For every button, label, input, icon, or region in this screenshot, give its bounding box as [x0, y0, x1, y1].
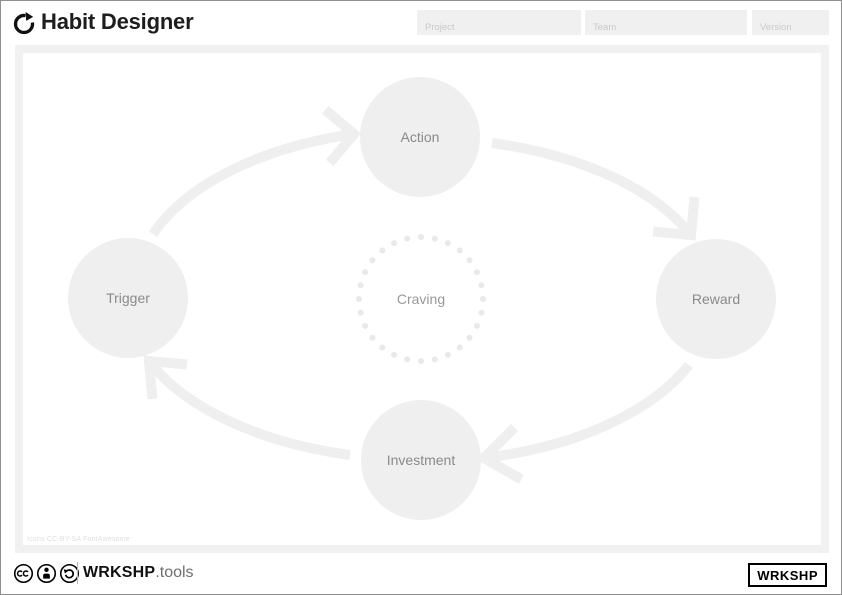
craving-dot	[391, 351, 398, 358]
header-bar: Habit Designer	[1, 1, 841, 45]
habit-cycle-diagram: Action Reward Investment Trigger Craving	[68, 77, 776, 520]
node-action-circle	[360, 77, 480, 197]
craving-dot	[418, 234, 424, 240]
craving-dot	[478, 282, 485, 289]
craving-dot	[357, 282, 364, 289]
attribution-icon	[36, 563, 57, 584]
redo-icon	[12, 11, 36, 35]
page-title: Habit Designer	[41, 9, 194, 34]
cc-by-sa-license-link[interactable]	[13, 563, 80, 584]
arrow-action-to-reward	[491, 138, 695, 239]
craving-dot	[456, 344, 463, 351]
craving-dot	[478, 309, 485, 316]
craving-dot	[369, 334, 376, 341]
share-alike-icon	[59, 563, 80, 584]
craving-dot	[431, 235, 438, 242]
craving-dot	[379, 247, 386, 254]
brand-name: WRKSHP	[83, 564, 156, 581]
node-trigger-circle	[68, 238, 188, 358]
cycle-arrows	[143, 105, 700, 484]
node-reward-label: Reward	[692, 291, 740, 307]
wrkshp-badge: WRKSHP	[748, 563, 827, 587]
node-investment-label: Investment	[387, 452, 456, 468]
footer-bar: WRKSHP.tools WRKSHP	[1, 553, 841, 594]
arrowhead-investment-to-trigger	[143, 355, 188, 400]
arrow-investment-to-trigger	[145, 357, 351, 460]
craving-dot	[466, 334, 473, 341]
node-trigger-label: Trigger	[106, 290, 150, 306]
craving-dot	[379, 344, 386, 351]
craving-dot	[391, 240, 398, 247]
arrow-reward-to-investment	[483, 361, 693, 463]
node-reward-circle	[656, 239, 776, 359]
arrowhead-action-to-reward	[652, 196, 700, 241]
craving-dot	[356, 296, 362, 302]
craving-dot	[369, 257, 376, 264]
craving-dotted-circle	[356, 234, 486, 364]
craving-dot	[456, 247, 463, 254]
node-investment-circle	[361, 400, 481, 520]
craving-dot	[357, 309, 364, 316]
craving-dot	[480, 296, 486, 302]
icon-credit-text: Icons CC-BY-SA FontAwesome	[27, 536, 130, 543]
arrowhead-trigger-to-action	[321, 105, 362, 167]
craving-dot	[473, 269, 480, 276]
project-input[interactable]	[417, 10, 581, 35]
version-input[interactable]	[752, 10, 829, 35]
craving-dot	[404, 356, 411, 363]
node-action-label: Action	[401, 129, 440, 145]
craving-dot	[444, 240, 451, 247]
craving-dot	[444, 351, 451, 358]
cc-icon	[13, 563, 34, 584]
craving-dot	[431, 356, 438, 363]
craving-dot	[362, 322, 369, 329]
arrow-trigger-to-action	[148, 129, 355, 237]
craving-dot	[466, 257, 473, 264]
craving-dot	[473, 322, 480, 329]
brand-link[interactable]: WRKSHP.tools	[83, 564, 194, 582]
arrowhead-reward-to-investment	[475, 423, 524, 484]
worksheet-canvas: Action Reward Investment Trigger Craving…	[15, 45, 829, 553]
craving-dot	[404, 235, 411, 242]
craving-dot	[418, 358, 424, 364]
brand-suffix: .tools	[155, 564, 194, 581]
craving-dot	[362, 269, 369, 276]
footer-divider	[77, 562, 78, 584]
node-craving-label: Craving	[397, 291, 445, 307]
team-input[interactable]	[585, 10, 747, 35]
